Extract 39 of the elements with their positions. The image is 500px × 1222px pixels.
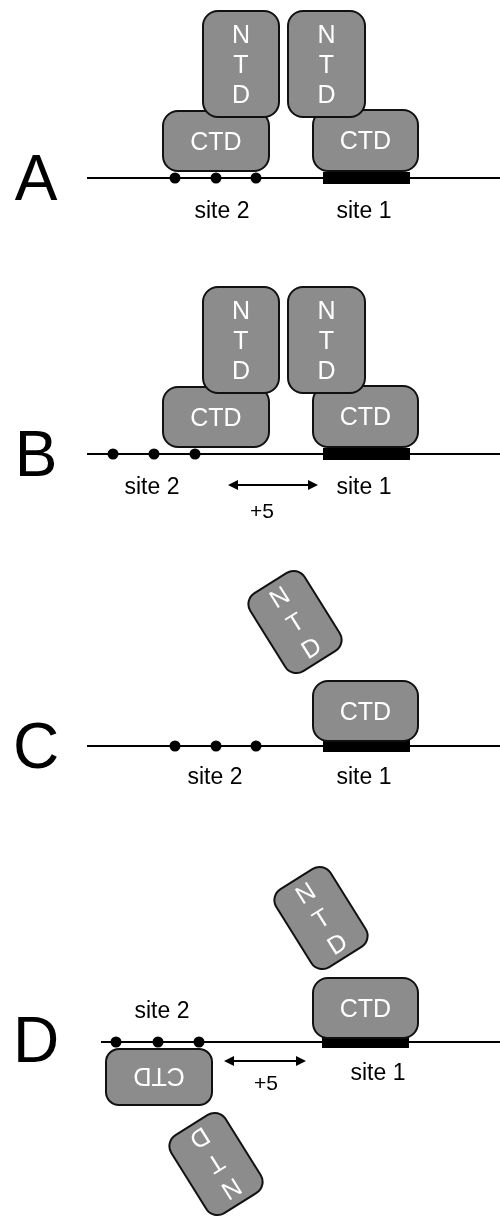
panel-letter: A	[14, 141, 58, 215]
domain-box	[287, 10, 366, 118]
domain-box	[162, 386, 270, 448]
domain-label: NTD	[184, 1120, 248, 1209]
site-label: site 2	[194, 196, 250, 224]
site-label: site 1	[336, 762, 392, 790]
domain-label: NTD	[289, 874, 353, 963]
domain-box	[202, 10, 280, 118]
domain-box	[162, 110, 270, 172]
domain-box	[287, 286, 366, 394]
domain-box	[105, 1048, 213, 1106]
domain-label: NTD	[316, 295, 337, 385]
domain-box	[312, 109, 419, 172]
site-label: site 2	[124, 472, 180, 500]
dimension-label: +5	[250, 499, 274, 523]
site-label: site 2	[134, 996, 190, 1024]
domain-label: CTD	[133, 1062, 185, 1092]
panel-letter: D	[12, 1003, 60, 1077]
domain-label: CTD	[190, 126, 242, 156]
domain-label: CTD	[339, 696, 392, 726]
domain-box	[312, 385, 419, 448]
site-label: site 1	[336, 472, 392, 500]
domain-label: NTD	[230, 19, 252, 109]
domain-label: NTD	[230, 295, 252, 385]
site-label: site 2	[187, 762, 243, 790]
domain-label: CTD	[339, 402, 392, 431]
dimension-label: +5	[254, 1071, 278, 1095]
domain-label: NTD	[263, 578, 327, 667]
site-label: site 1	[350, 1058, 406, 1086]
domain-box	[202, 286, 280, 394]
domain-box	[312, 977, 419, 1039]
domain-label: CTD	[339, 126, 392, 155]
panel-letter: B	[14, 417, 58, 491]
domain-box	[312, 680, 419, 742]
domain-label: CTD	[190, 402, 242, 432]
site-label: site 1	[336, 196, 392, 224]
domain-label: NTD	[316, 19, 337, 109]
panel-letter: C	[12, 709, 60, 783]
domain-label: CTD	[339, 993, 392, 1023]
